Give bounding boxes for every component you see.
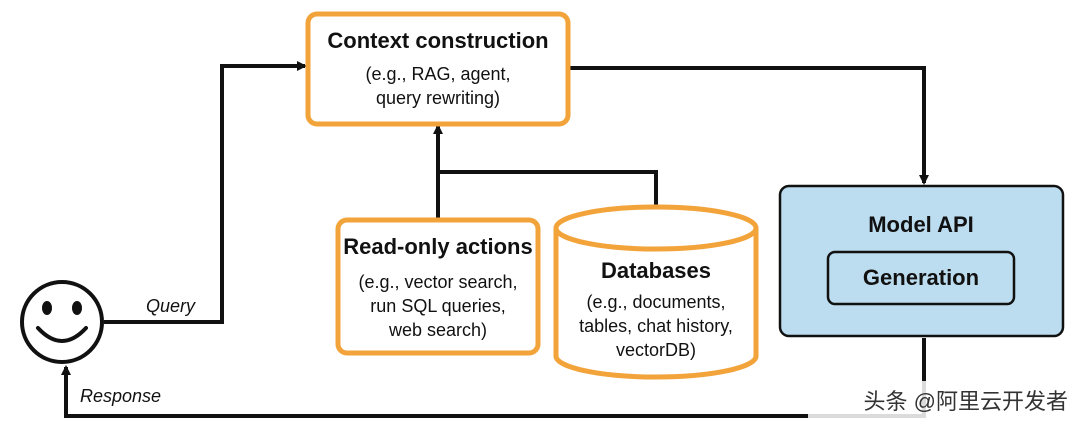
generation-box: Generation	[826, 250, 1016, 306]
response-arrow	[61, 338, 926, 418]
read-only-actions-line-3: web search)	[388, 320, 487, 340]
databases-line-1: (e.g., documents,	[586, 292, 725, 312]
response-label: Response	[80, 386, 161, 406]
read-only-actions-title: Read-only actions	[343, 234, 532, 259]
query-label: Query	[146, 296, 196, 316]
context-construction-title: Context construction	[327, 28, 548, 53]
read-only-actions-line-2: run SQL queries,	[370, 296, 505, 316]
watermark-backdrop	[808, 381, 1074, 421]
read-only-actions-line-1: (e.g., vector search,	[358, 272, 517, 292]
context-construction-line-2: query rewriting)	[376, 88, 500, 108]
query-arrow	[104, 61, 307, 324]
read-only-actions-box: Read-only actions (e.g., vector search, …	[335, 217, 541, 356]
model-api-box: Model API Generation	[778, 184, 1065, 338]
databases-title: Databases	[601, 258, 711, 283]
edges	[61, 61, 929, 418]
watermark-text: 头条 @阿里云开发者	[864, 389, 1068, 414]
smiley-face-icon	[20, 280, 104, 364]
databases-line-2: tables, chat history,	[579, 316, 733, 336]
databases-line-3: vectorDB)	[616, 340, 696, 360]
model-api-title: Model API	[868, 212, 974, 237]
context-construction-box: Context construction (e.g., RAG, agent, …	[305, 11, 571, 127]
generation-label: Generation	[863, 265, 979, 290]
context-construction-line-1: (e.g., RAG, agent,	[365, 64, 510, 84]
context-to-model-arrow	[570, 66, 929, 185]
databases-cylinder: Databases (e.g., documents, tables, chat…	[553, 204, 759, 380]
databases-connector	[438, 170, 658, 205]
